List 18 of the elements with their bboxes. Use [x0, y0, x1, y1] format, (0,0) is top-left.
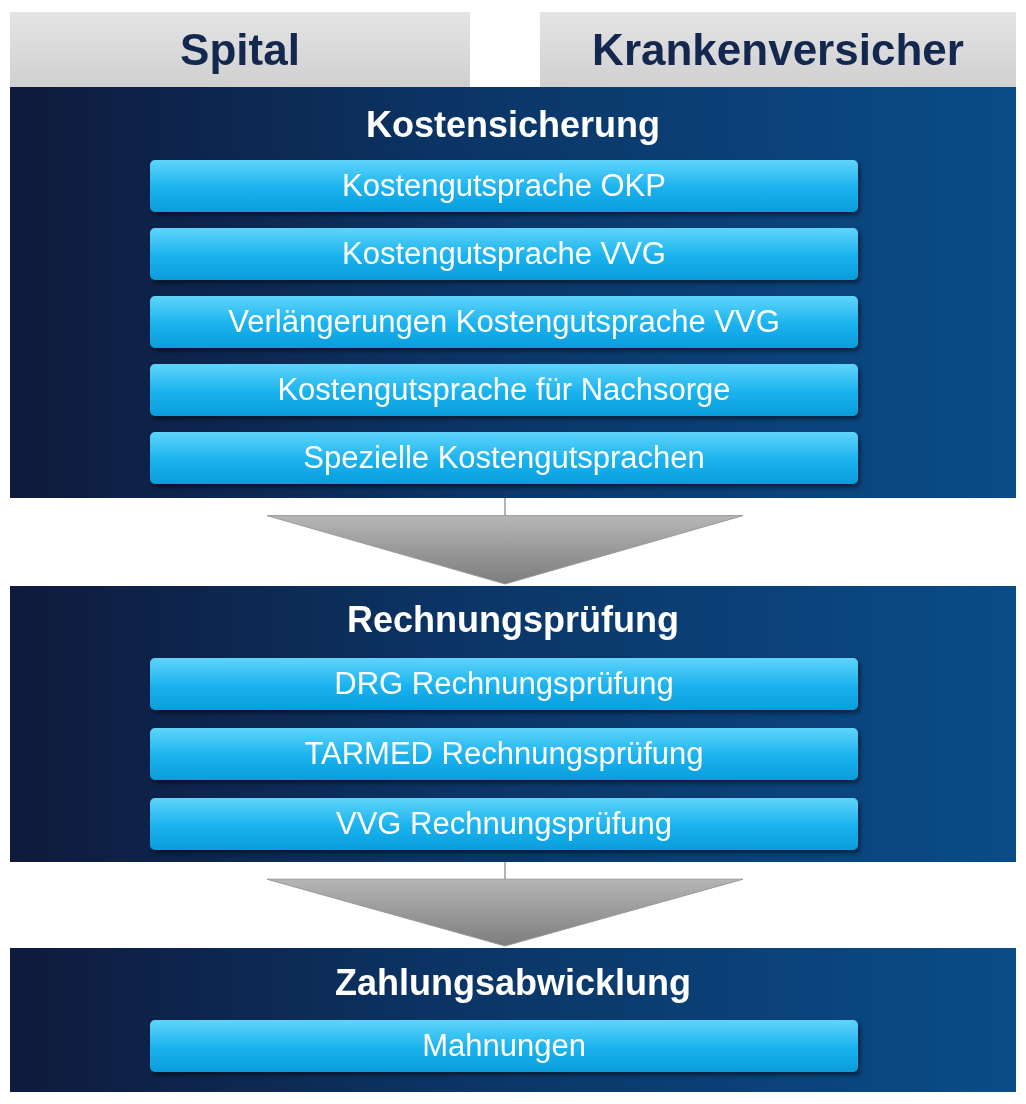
- column-header: Krankenversicher: [591, 23, 965, 76]
- process-bar: Spezielle Kostengutsprachen: [150, 432, 858, 484]
- process-bar: Mahnungen: [150, 1020, 858, 1072]
- column-background: [10, 12, 470, 87]
- column-background: [540, 12, 1016, 87]
- process-bar: DRG Rechnungsprüfung: [150, 658, 858, 710]
- section-heading: Kostensicherung: [364, 104, 661, 146]
- column-header: Spital: [179, 23, 301, 76]
- process-bar: VVG Rechnungsprüfung: [150, 798, 858, 850]
- arrow: [266, 497, 744, 585]
- arrow: [266, 861, 744, 947]
- section-heading: Rechnungsprüfung: [346, 599, 680, 641]
- section-heading: Zahlungsabwicklung: [334, 962, 692, 1004]
- process-bar: Kostengutsprache OKP: [150, 160, 858, 212]
- process-bar: Kostengutsprache für Nachsorge: [150, 364, 858, 416]
- process-bar: Verlängerungen Kostengutsprache VVG: [150, 296, 858, 348]
- process-bar: TARMED Rechnungsprüfung: [150, 728, 858, 780]
- process-bar: Kostengutsprache VVG: [150, 228, 858, 280]
